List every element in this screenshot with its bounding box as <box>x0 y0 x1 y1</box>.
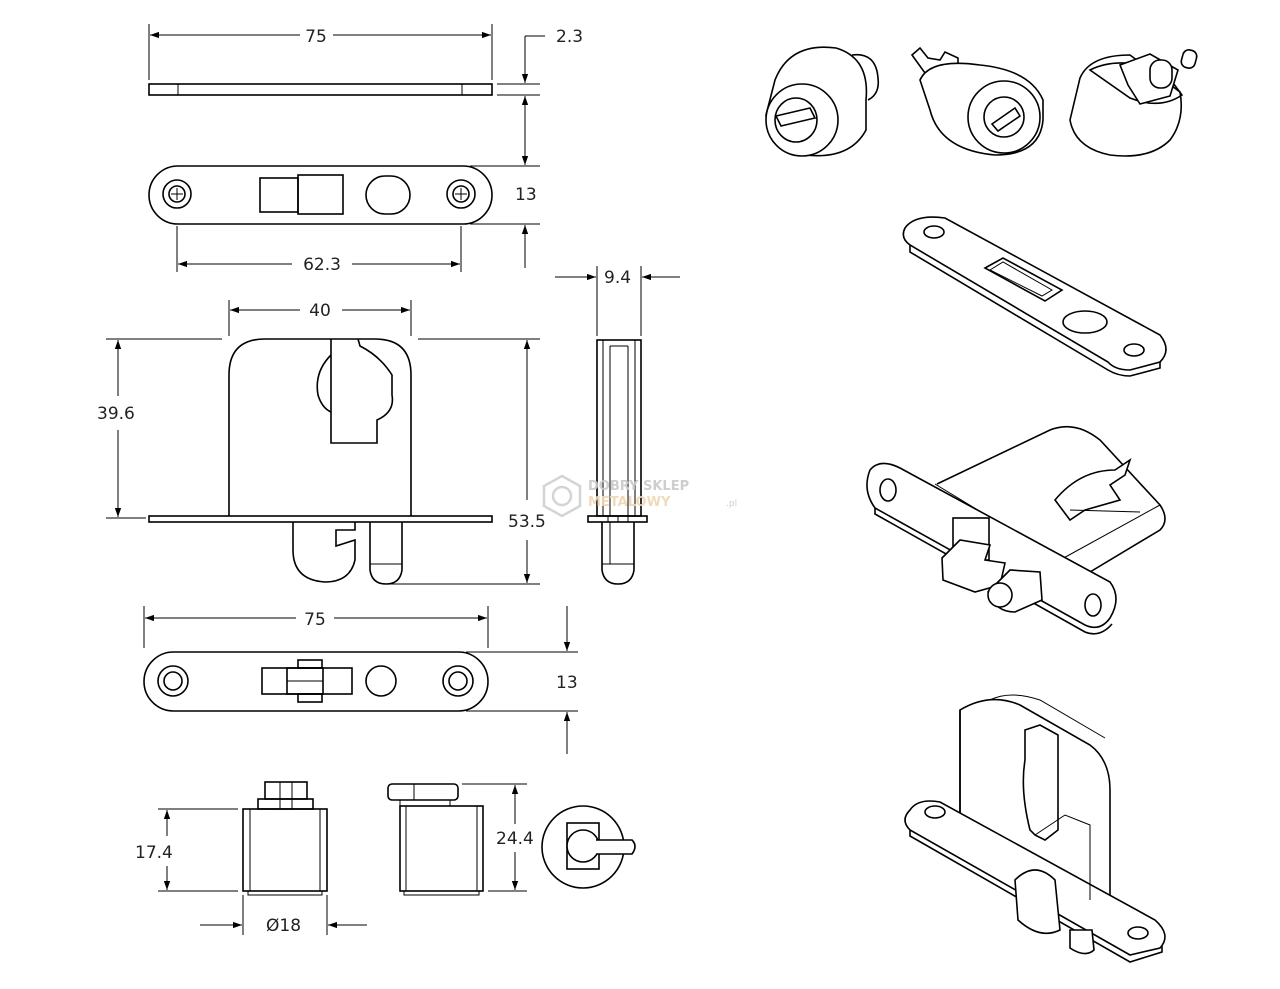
dim-side-width: 9.4 <box>604 268 631 288</box>
cylinder-front-view: 17.4 Ø18 <box>135 781 367 936</box>
watermark-line2: METALOWY <box>588 495 671 510</box>
iso-cylinder-1 <box>765 46 880 157</box>
dim-body-height: 39.6 <box>97 404 135 424</box>
dim-plate-height: 13 <box>515 185 537 205</box>
lock-side-view: 9.4 <box>555 266 680 585</box>
cylinder-end-view <box>541 805 636 889</box>
dim-thickness: 2.3 <box>556 27 583 47</box>
iso-strike-plate <box>902 216 1167 377</box>
lock-bottom-view: 75 13 <box>143 606 578 754</box>
iso-lock-front <box>866 425 1166 635</box>
dim-total-height: 53.5 <box>508 512 546 532</box>
watermark-logo: DOBRY SKLEP METALOWY .pl <box>542 474 737 518</box>
dim-bottom-width: 75 <box>304 610 326 630</box>
dim-top-width: 75 <box>305 27 327 47</box>
dim-bottom-plate-height: 13 <box>556 673 578 693</box>
dim-cylinder-total-height: 24.4 <box>496 829 534 849</box>
cylinder-side-view: 24.4 <box>387 783 534 896</box>
dim-cylinder-diameter: Ø18 <box>266 916 301 936</box>
dim-body-width: 40 <box>309 301 331 321</box>
iso-cylinder-3 <box>1069 49 1198 157</box>
iso-cylinder-2 <box>910 46 1044 156</box>
lock-front-view: 40 39.6 53.5 <box>97 300 546 585</box>
watermark-suffix: .pl <box>726 499 737 509</box>
dim-hole-spacing: 62.3 <box>303 255 341 275</box>
dim-cylinder-height: 17.4 <box>135 843 173 863</box>
plate-front-view: 13 62.3 <box>148 96 540 275</box>
top-view-plate: 75 2.3 <box>148 24 583 140</box>
iso-lock-back <box>904 694 1166 963</box>
watermark-line1: DOBRY SKLEP <box>588 479 689 494</box>
